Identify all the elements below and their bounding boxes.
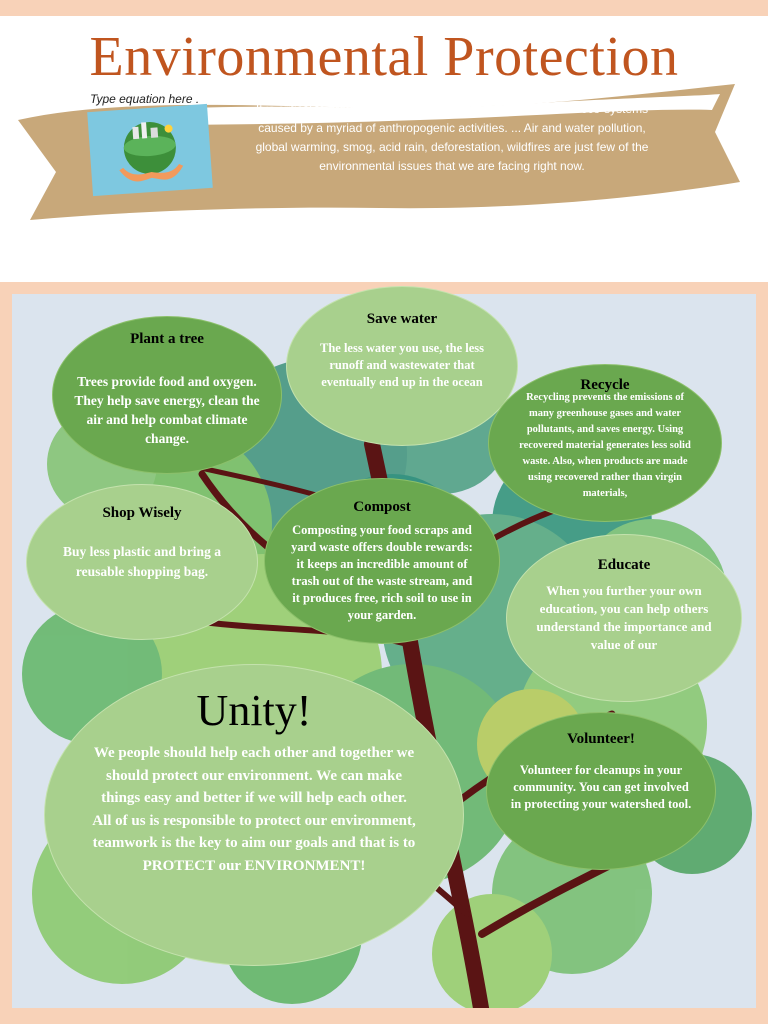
- plant-a-tree-title: Plant a tree: [130, 331, 204, 347]
- educate-title: Educate: [597, 557, 651, 573]
- recycle-title: Recycle: [580, 377, 630, 393]
- educate-text: When you further your own education, you…: [536, 583, 712, 652]
- bubble-compost: Compost Composting your food scraps and …: [264, 478, 500, 644]
- plant-a-tree-text: Trees provide food and oxygen. They help…: [74, 374, 260, 446]
- bubble-plant-a-tree: Plant a tree Trees provide food and oxyg…: [52, 316, 282, 474]
- save-water-title: Save water: [366, 311, 438, 327]
- bubble-volunteer: Volunteer! Volunteer for cleanups in you…: [486, 712, 716, 870]
- bubble-unity: Unity! We people should help each other …: [44, 664, 464, 966]
- unity-title: Unity!: [196, 686, 312, 735]
- volunteer-text: Volunteer for cleanups in your community…: [510, 763, 692, 811]
- equation-placeholder: Type equation here .: [90, 92, 200, 106]
- unity-text: We people should help each other and tog…: [92, 745, 416, 874]
- compost-text: Composting your food scraps and yard was…: [291, 523, 473, 622]
- bubble-save-water: Save water The less water you use, the l…: [286, 286, 518, 446]
- environment-illustration: [87, 103, 213, 197]
- bubble-shop-wisely: Shop Wisely Buy less plastic and bring a…: [26, 484, 258, 640]
- shop-wisely-text: Buy less plastic and bring a reusable sh…: [63, 544, 221, 579]
- page-title: Environmental Protection: [89, 26, 679, 88]
- volunteer-title: Volunteer!: [567, 731, 635, 747]
- top-band: [0, 0, 768, 16]
- recycle-text: Recycling prevents the emissions of many…: [519, 392, 691, 499]
- bubble-educate: Educate When you further your own educat…: [506, 534, 742, 702]
- bubble-recycle: Recycle Recycling prevents the emissions…: [488, 364, 722, 522]
- compost-title: Compost: [353, 499, 411, 515]
- banner-text: It is critical to protect the environmen…: [255, 102, 649, 173]
- save-water-text: The less water you use, the less runoff …: [319, 341, 484, 389]
- shop-wisely-title: Shop Wisely: [102, 505, 182, 521]
